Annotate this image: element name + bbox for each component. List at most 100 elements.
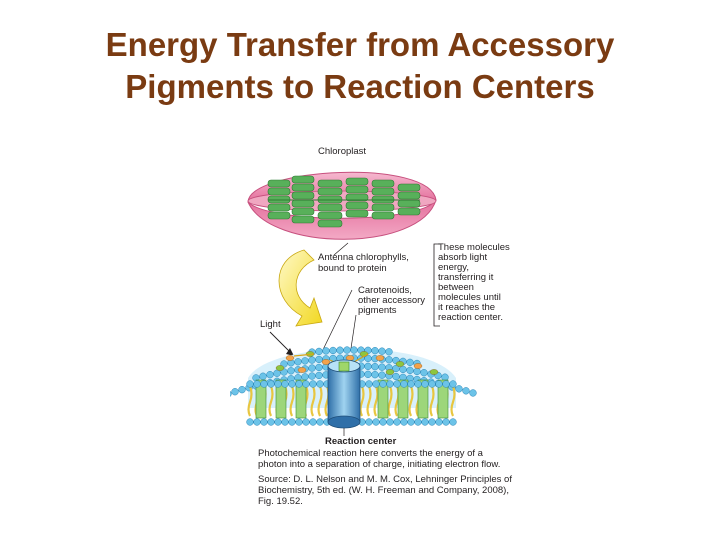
lipid-head xyxy=(294,358,302,366)
reaction-center-caption: Photochemical reaction here converts the… xyxy=(258,448,500,470)
pigment-molecule xyxy=(413,363,423,369)
lipid-head xyxy=(386,418,394,426)
lipid-head xyxy=(379,418,387,426)
lipid-head xyxy=(428,380,436,388)
title-line-2: Pigments to Reaction Centers xyxy=(125,68,595,105)
antenna-protein xyxy=(417,379,429,419)
pigment-molecule xyxy=(285,355,295,361)
lipid-head xyxy=(350,346,358,354)
lipid-head xyxy=(246,418,254,426)
lipid-head xyxy=(315,355,323,364)
lipid-head xyxy=(364,370,372,378)
lipid-head xyxy=(273,369,281,377)
lipid-head xyxy=(407,418,415,426)
antenna-pointer xyxy=(333,242,349,256)
lipid-head xyxy=(301,357,309,365)
lipid-head xyxy=(365,380,373,388)
lipid-head xyxy=(372,380,380,388)
lipid-head xyxy=(372,418,380,426)
pigment-molecules xyxy=(275,351,439,375)
lipid-tail xyxy=(317,385,323,417)
lipid-head xyxy=(393,418,401,426)
antenna-protein xyxy=(295,379,307,419)
lipid-head xyxy=(315,347,323,356)
lipid-tail xyxy=(373,385,379,417)
lipid-tail xyxy=(247,385,253,417)
lipid-head xyxy=(231,388,239,396)
lipid-tail xyxy=(387,385,393,417)
lipid-head xyxy=(288,418,296,426)
thylakoid-stacks xyxy=(267,175,421,228)
lipid-head xyxy=(435,380,443,388)
bracket xyxy=(433,243,440,327)
lipid-head xyxy=(308,364,316,372)
lipid-head xyxy=(309,380,317,388)
lipid-head xyxy=(455,385,463,393)
lipid-head xyxy=(428,418,436,426)
lipid-head xyxy=(414,380,422,388)
antenna-proteins xyxy=(255,379,449,419)
lipid-head xyxy=(379,380,387,388)
lipid-head xyxy=(406,358,414,367)
lipid-head xyxy=(420,369,428,377)
lipid-head xyxy=(287,367,295,375)
lipid-head xyxy=(274,380,282,388)
lipid-head xyxy=(260,380,268,388)
lipid-head xyxy=(302,380,310,388)
lipid-head xyxy=(400,380,408,388)
lipid-head xyxy=(238,386,246,394)
lipid-head xyxy=(322,347,330,355)
lipid-head xyxy=(302,418,310,426)
lipid-head xyxy=(315,371,323,380)
pigment-molecule xyxy=(385,369,395,375)
slide-title: Energy Transfer from Accessory Pigments … xyxy=(0,24,720,108)
lipid-head xyxy=(266,371,274,379)
lipid-head xyxy=(260,418,268,426)
lipid-head xyxy=(385,348,393,356)
lipid-tail xyxy=(310,385,316,417)
source-citation: Source: D. L. Nelson and M. M. Cox, Lehn… xyxy=(258,474,515,507)
transfer-arrow xyxy=(353,353,369,363)
lipid-head xyxy=(392,364,400,373)
lipid-head xyxy=(316,418,324,426)
bracket-note: These molecules absorb light energy, tra… xyxy=(438,242,512,323)
light-energy-arrow xyxy=(278,249,323,327)
lipid-head xyxy=(406,366,414,375)
lipid-head xyxy=(364,362,372,370)
lipid-head xyxy=(441,373,449,381)
chloroplast-label: Chloroplast xyxy=(318,146,366,157)
lipid-head xyxy=(343,346,351,354)
lipid-head xyxy=(246,380,254,388)
lipid-head xyxy=(316,380,324,388)
light-arrowhead xyxy=(286,348,294,356)
lipid-head xyxy=(274,418,282,426)
transfer-arrow xyxy=(293,353,315,357)
lipid-head xyxy=(315,363,323,372)
lipid-tail xyxy=(359,385,365,417)
lipid-head xyxy=(393,380,401,388)
lipid-head xyxy=(421,418,429,426)
lipid-head xyxy=(413,367,421,376)
lipid-head xyxy=(267,418,275,426)
lipid-heads-top xyxy=(230,346,477,397)
lipid-tail xyxy=(268,385,274,417)
lipid-head xyxy=(449,418,457,426)
lipid-head xyxy=(295,380,303,388)
reaction-center-label: Reaction center xyxy=(325,436,397,447)
antenna-protein xyxy=(255,379,267,419)
lipid-head xyxy=(378,371,386,379)
lipid-head xyxy=(399,365,407,374)
lipid-tail xyxy=(450,385,456,417)
lipid-head xyxy=(378,363,386,371)
pigment-molecule xyxy=(429,369,439,375)
lipid-head xyxy=(371,371,379,379)
lipid-head xyxy=(449,380,457,388)
lipid-head xyxy=(386,380,394,388)
lipid-head xyxy=(308,372,316,380)
lipid-head xyxy=(371,363,379,371)
lipid-tail xyxy=(366,385,372,417)
lipid-tail xyxy=(408,385,414,417)
antenna-protein xyxy=(437,379,449,419)
light-label: Light xyxy=(260,319,281,330)
lipid-head xyxy=(371,347,379,355)
